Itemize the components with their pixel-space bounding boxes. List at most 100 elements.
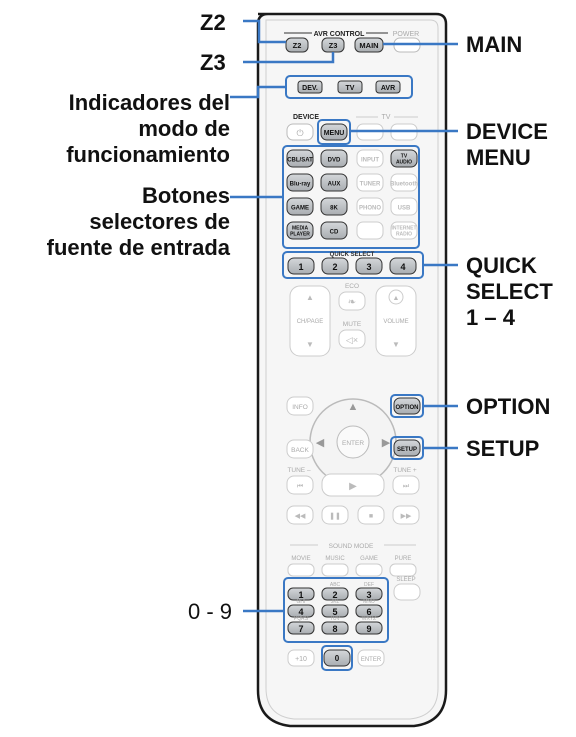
usb-button[interactable]: [390, 197, 418, 216]
pause-icon: ❚❚: [329, 512, 341, 520]
pause-button[interactable]: [321, 505, 349, 525]
dpad-up-icon[interactable]: ▲: [348, 401, 359, 413]
input-button[interactable]: [356, 149, 384, 168]
phono-button-label: PHONO: [359, 206, 381, 212]
tv-audio-button[interactable]: [390, 149, 418, 168]
sleep-label: SLEEP: [396, 577, 415, 583]
fast-forward-button[interactable]: [392, 505, 420, 525]
quick-select-1-button[interactable]: [287, 257, 315, 275]
pure-mode-button[interactable]: [389, 563, 417, 577]
tuner-button-label: TUNER: [360, 182, 381, 188]
blank-button[interactable]: [356, 221, 384, 240]
enter-button-label: ENTER: [342, 440, 364, 447]
key-2-label: 2: [332, 590, 337, 600]
key-6-button[interactable]: [355, 604, 383, 618]
cd-button-label: CD: [330, 230, 339, 236]
callout-setup: SETUP: [466, 436, 540, 461]
key-3-letters: DEF: [364, 582, 374, 588]
skip-forward-button[interactable]: [392, 475, 420, 495]
8k-button-label: 8K: [330, 206, 338, 212]
play-button[interactable]: [321, 473, 385, 497]
eco-label: ECO: [345, 283, 359, 290]
game-button[interactable]: [286, 197, 314, 216]
cbl-sat-button-label: CBL/SAT: [287, 158, 313, 164]
key-4-button[interactable]: [287, 604, 315, 618]
enter-button[interactable]: [336, 425, 370, 459]
svg-text:▲: ▲: [393, 295, 400, 302]
z2-button[interactable]: [285, 37, 309, 53]
setup-button[interactable]: [393, 439, 421, 457]
quick-select-2-button[interactable]: [321, 257, 349, 275]
callout-z3: Z3: [200, 50, 226, 75]
key-7-button[interactable]: [287, 621, 315, 635]
key-9-button[interactable]: [355, 621, 383, 635]
callout-device-menu-line-2: MENU: [466, 145, 531, 170]
dvd-button[interactable]: [320, 149, 348, 168]
eco-button[interactable]: [338, 291, 366, 311]
info-button[interactable]: [286, 396, 314, 416]
stop-icon: ■: [369, 513, 373, 520]
mute-button[interactable]: [338, 329, 366, 349]
back-button-label: BACK: [291, 447, 309, 454]
dpad-left-icon[interactable]: ◀: [316, 437, 325, 449]
blu-ray-button[interactable]: [286, 173, 314, 192]
skip-back-button[interactable]: [286, 475, 314, 495]
back-button[interactable]: [286, 439, 314, 459]
stop-button[interactable]: [357, 505, 385, 525]
internet-radio-button[interactable]: [390, 221, 418, 240]
media-player-button[interactable]: [286, 221, 314, 240]
rewind-icon: ◀◀: [295, 513, 306, 520]
menu-button[interactable]: [320, 123, 348, 141]
rewind-button[interactable]: [286, 505, 314, 525]
game-mode-button[interactable]: [355, 563, 383, 577]
cbl-sat-button[interactable]: [286, 149, 314, 168]
bluetooth-button[interactable]: [390, 173, 418, 192]
key-3-button[interactable]: [355, 587, 383, 601]
callout-source-line-1: Botones: [142, 183, 230, 208]
movie-mode-button[interactable]: [287, 563, 315, 577]
volume-rocker[interactable]: [375, 285, 417, 357]
remote-body: [256, 12, 448, 728]
quick-select-4-button[interactable]: [389, 257, 417, 275]
ch-up-icon: ▲: [306, 293, 314, 302]
quick-select-3-button[interactable]: [355, 257, 383, 275]
key-2-button[interactable]: [321, 587, 349, 601]
key-5-label: 5: [332, 607, 337, 617]
volume-up-icon: [388, 289, 404, 305]
key-1-button[interactable]: [287, 587, 315, 601]
leader-z3: [243, 52, 335, 64]
key-5-button[interactable]: [321, 604, 349, 618]
sleep-button[interactable]: [393, 583, 421, 601]
zero-button-label: 0: [335, 654, 340, 663]
ch-page-rocker[interactable]: [289, 285, 331, 357]
cd-button[interactable]: [320, 221, 348, 240]
phono-button[interactable]: [356, 197, 384, 216]
callout-main: MAIN: [466, 32, 523, 57]
device-label: DEVICE: [293, 114, 319, 121]
ch-page-label: CH/PAGE: [297, 319, 324, 325]
device-power-button[interactable]: [286, 123, 314, 141]
key-6-letters: MNO: [363, 599, 375, 605]
blu-ray-button-label: Blu-ray: [290, 182, 311, 188]
ch-down-icon: ▼: [306, 340, 314, 349]
music-mode-button[interactable]: [321, 563, 349, 577]
plus10-button[interactable]: [287, 649, 315, 667]
dpad-right-icon[interactable]: ▶: [382, 437, 391, 449]
keypad-enter-label: ENTER: [361, 657, 382, 663]
key-8-button[interactable]: [321, 621, 349, 635]
leader-indicators: [230, 85, 286, 99]
key-7-letters: PQRS: [294, 616, 309, 622]
quick-select-2-label: 2: [332, 262, 337, 272]
sound-mode-label: SOUND MODE: [329, 543, 374, 550]
usb-button-label: USB: [398, 206, 411, 212]
quick-select-3-label: 3: [366, 262, 371, 272]
tuner-button[interactable]: [356, 173, 384, 192]
movie-mode-label: MOVIE: [291, 556, 310, 562]
callout-source-buttons: Botones selectores de fuente de entrada: [47, 183, 230, 261]
option-button-label: OPTION: [395, 405, 418, 411]
option-button[interactable]: [393, 397, 421, 415]
8k-button[interactable]: [320, 197, 348, 216]
keypad-enter-button[interactable]: [357, 649, 385, 667]
zero-button[interactable]: [323, 649, 351, 667]
aux-button[interactable]: [320, 173, 348, 192]
